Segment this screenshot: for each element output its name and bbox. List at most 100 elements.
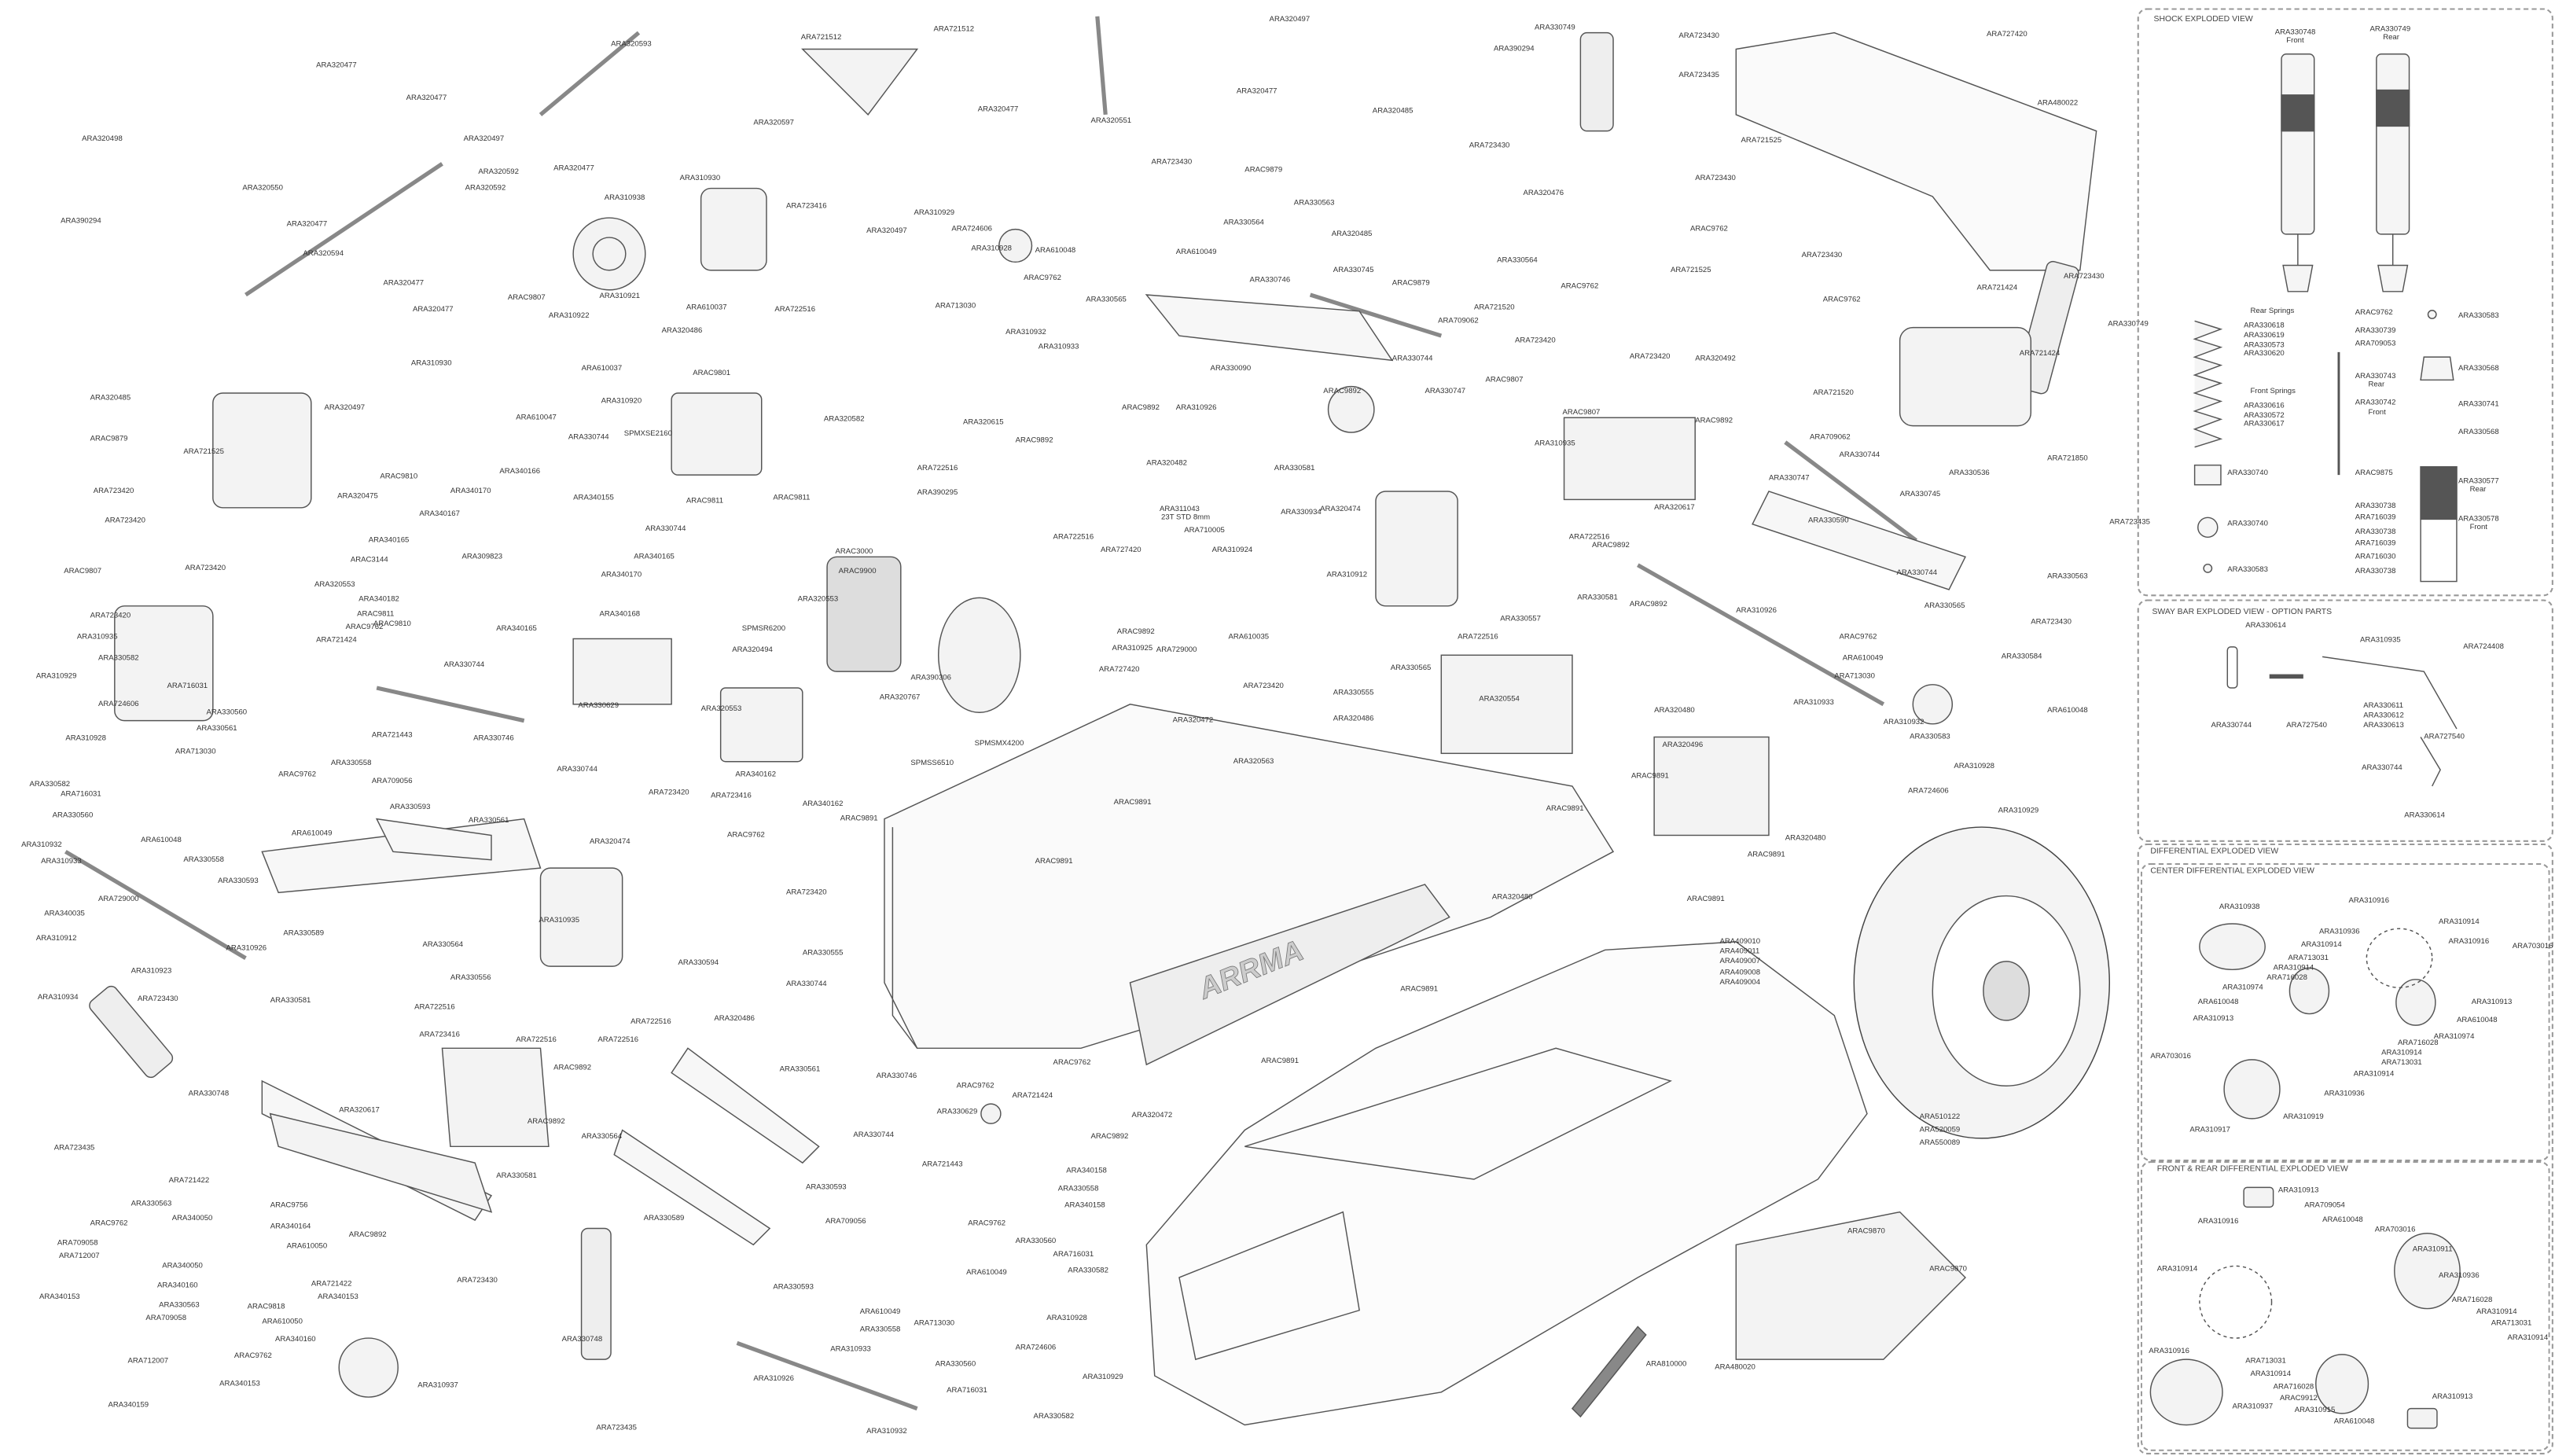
driveshafts-drawing (64, 16, 1918, 1411)
center-diff-part-label: ARA310919 (2283, 1112, 2324, 1120)
part-number-label: ARA330555 (1333, 687, 1374, 697)
part-number-label: ARA320597 (753, 117, 794, 127)
front-rear-diff-subpanel (2140, 1161, 2550, 1451)
front-rear-diff-part-label: ARA310915 (2294, 1405, 2336, 1414)
part-number-label: ARA320582 (823, 414, 865, 423)
shock-part-label: Rear (2368, 380, 2385, 388)
center-diff-subpanel (2140, 862, 2550, 1162)
part-number-label: ARA721443 (921, 1159, 963, 1168)
front-rear-diff-part-label: ARA310914 (2250, 1369, 2292, 1378)
shock-part-label: ARA330738 (2355, 527, 2396, 536)
part-number-label: ARA330581 (270, 995, 311, 1005)
part-number-label: ARAC9810 (373, 619, 411, 627)
shock-part-label: ARA330568 (2458, 363, 2499, 372)
part-number-label: ARA710005 (1184, 525, 1225, 535)
shock-part-label: ARA716039 (2355, 539, 2396, 547)
part-number-label: ARA320486 (661, 325, 703, 334)
shock-part-label: ARA330739 (2355, 325, 2396, 334)
part-number-label: ARA340165 (634, 552, 675, 561)
part-number-label: ARAC9900 (838, 566, 877, 575)
shock-part-label: Rear (2469, 484, 2487, 494)
part-number-label: ARA310930 (410, 358, 452, 367)
shock-part-label: ARA330749 (2369, 24, 2411, 33)
part-number-label: SPMSR6200 (741, 623, 786, 633)
shock-part-label: ARA330583 (2227, 564, 2268, 574)
part-number-label: ARA320497 (324, 403, 366, 411)
part-number-label: ARA340164 (270, 1222, 311, 1230)
part-number-label: ARAC9762 (90, 1218, 128, 1227)
shock-part-label: ARA330577 (2458, 476, 2499, 485)
sway-part-label: ARA330614 (2404, 811, 2445, 819)
part-number-label: ARAC9891 (1747, 850, 1785, 859)
sway-part-label: ARA727540 (2286, 720, 2327, 730)
part-number-label: ARA320492 (1695, 353, 1736, 362)
center-diff-part-label: ARA310917 (2189, 1125, 2230, 1134)
part-number-label: ARA340158 (1064, 1200, 1105, 1209)
part-number-label: ARA330536 (1949, 468, 1990, 477)
part-number-label: ARA390294 (61, 215, 101, 225)
part-number-label: ARA330560 (935, 1359, 976, 1368)
part-number-label: ARA723435 (53, 1143, 95, 1152)
part-number-label: ARA330564 (1223, 218, 1264, 226)
part-number-label: ARA330593 (773, 1282, 814, 1291)
front-rear-diff-part-label: ARA310914 (2476, 1307, 2517, 1315)
part-number-label: ARA330560 (52, 811, 94, 819)
part-number-label: ARA330934 (1281, 507, 1322, 517)
center-diff-part-label: ARA310913 (2471, 997, 2513, 1006)
part-number-label: ARA390306 (910, 673, 951, 682)
part-number-label: ARA320767 (879, 693, 921, 701)
part-number-label: ARA510122 (1919, 1112, 1961, 1120)
part-number-label: ARA330582 (1068, 1266, 1108, 1274)
part-number-label: ARA330590 (1807, 516, 1849, 524)
part-number-label: ARA330564 (1497, 255, 1538, 264)
part-number-label: SPMXSE2160 (623, 428, 672, 438)
shock-part-label: Rear Springs (2250, 306, 2295, 314)
part-number-label: ARA723420 (1515, 336, 1556, 344)
part-number-label: ARAC9762 (1839, 632, 1877, 641)
part-number-label: ARA310926 (226, 943, 267, 952)
part-number-label: ARA340158 (1066, 1166, 1107, 1175)
shock-panel-drawing (2193, 53, 2458, 583)
shock-part-label: ARA716039 (2355, 513, 2396, 521)
part-number-label: ARA310932 (1005, 327, 1046, 336)
center-diff-part-label: ARA716028 (2397, 1038, 2439, 1047)
part-number-label: ARAC9891 (1630, 771, 1669, 780)
front-rear-diff-part-label: ARA310913 (2432, 1392, 2473, 1401)
part-number-label: ARA330593 (805, 1182, 847, 1191)
part-number-label: ARA709056 (825, 1216, 866, 1226)
part-number-label: ARA320477 (383, 278, 425, 287)
part-number-label: ARA721424 (1976, 283, 2018, 292)
part-number-label: ARA330744 (443, 660, 485, 668)
part-number-label: ARA330581 (1577, 593, 1618, 601)
part-number-label: ARA320553 (700, 704, 742, 713)
center-diff-part-label: ARA713031 (2288, 953, 2329, 961)
part-number-label: ARA340160 (274, 1334, 316, 1344)
part-number-label: ARA310929 (35, 671, 77, 680)
front-rear-diff-part-label: ARA310913 (2277, 1186, 2319, 1194)
front-rear-diff-part-label: ARA713031 (2491, 1318, 2532, 1327)
part-number-label: ARA310935 (1535, 439, 1575, 447)
front-rear-diff-part-label: ARA310914 (2507, 1333, 2549, 1342)
part-number-label: ARA723430 (1469, 141, 1510, 149)
part-number-label: ARA320476 (1523, 188, 1564, 197)
part-number-label: ARAC9811 (686, 496, 724, 505)
shock-part-label: ARA330742 (2355, 398, 2396, 406)
part-number-label: ARA721424 (1012, 1090, 1053, 1099)
part-number-label: ARA320477 (286, 219, 328, 228)
misc-parts-drawing (114, 48, 2032, 1418)
part-number-label: ARA330561 (468, 815, 509, 824)
part-number-label: ARA320482 (1146, 458, 1187, 467)
part-number-label: ARA409004 (1719, 977, 1761, 987)
part-number-label: ARA716031 (61, 789, 101, 798)
part-number-label: ARA340165 (368, 535, 410, 544)
shock-part-label: ARA330578 (2458, 514, 2499, 523)
shock-part-label: ARA330740 (2227, 519, 2268, 528)
part-number-label: ARA320485 (1331, 229, 1373, 238)
part-number-label: ARA310924 (1211, 545, 1253, 554)
part-number-label: ARA723416 (419, 1030, 460, 1039)
part-number-label: ARA330746 (1249, 274, 1291, 284)
part-number-label: ARA310928 (1046, 1313, 1087, 1322)
part-number-label: ARA723430 (457, 1275, 498, 1285)
center-diff-part-label: ARA703016 (2150, 1051, 2191, 1060)
